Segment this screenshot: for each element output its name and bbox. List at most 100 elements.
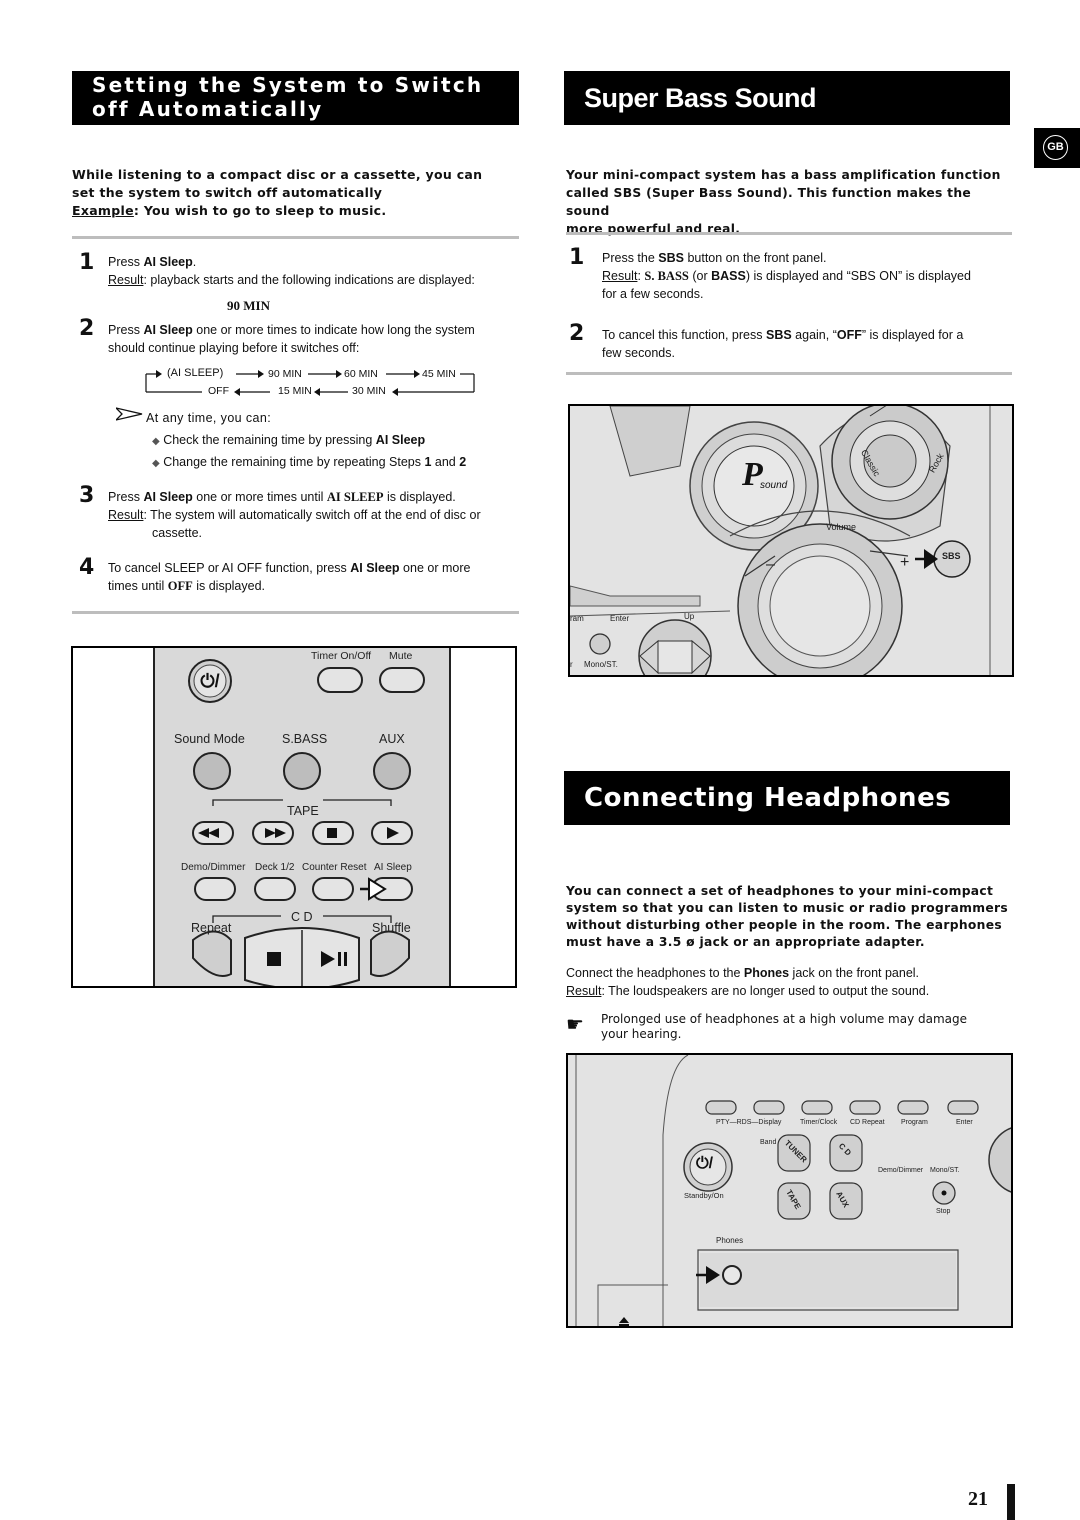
button-name: AI Sleep bbox=[350, 561, 400, 575]
label-stop: Stop bbox=[936, 1208, 951, 1215]
result-label: Result bbox=[566, 984, 602, 998]
result-label: Result bbox=[108, 508, 144, 522]
section-title: Super Bass Sound bbox=[584, 83, 817, 113]
page-edge-bar bbox=[1007, 1484, 1015, 1520]
front-panel-art bbox=[568, 1055, 1011, 1326]
bullet-change: ◆ Change the remaining time by repeating… bbox=[152, 453, 466, 473]
label-volume: Volume bbox=[826, 522, 857, 532]
text: is displayed. bbox=[383, 490, 456, 504]
button-name: SBS bbox=[765, 328, 792, 342]
intro-line: called SBS (Super Bass Sound). This func… bbox=[566, 186, 972, 218]
headphones-instructions: Connect the headphones to the Phones jac… bbox=[566, 964, 1016, 1000]
step-number: 4 bbox=[79, 555, 95, 580]
text: Check the remaining time by pressing bbox=[163, 433, 376, 447]
psound-logo-sub: sound bbox=[760, 480, 788, 491]
cycle-30min: 30 MIN bbox=[352, 385, 386, 397]
sleep-cycle-diagram bbox=[145, 370, 475, 396]
intro-line: more powerful and real. bbox=[566, 222, 741, 236]
result-text: : The loudspeakers are no longer used to… bbox=[601, 984, 930, 998]
step-number: 1 bbox=[569, 245, 585, 270]
remote-buttons-art bbox=[188, 659, 425, 986]
intro-line: set the system to switch off automatical… bbox=[72, 185, 383, 200]
bullet-check: ◆ Check the remaining time by pressing A… bbox=[152, 431, 425, 451]
label-r: r bbox=[570, 660, 573, 669]
label-cd-repeat: CD Repeat bbox=[850, 1119, 885, 1126]
cycle-ai-sleep: (AI SLEEP) bbox=[167, 367, 224, 379]
result-label: Result bbox=[108, 273, 144, 287]
jack-name: Phones bbox=[743, 966, 790, 980]
note-arrow-icon bbox=[116, 407, 143, 421]
cycle-45min: 45 MIN bbox=[422, 368, 456, 380]
display-text: BASS bbox=[711, 269, 746, 283]
label-enter: Enter bbox=[610, 614, 630, 623]
label-enter: Enter bbox=[956, 1119, 973, 1126]
label-sound-mode: Sound Mode bbox=[174, 732, 245, 746]
result-text: : The system will automatically switch o… bbox=[143, 508, 481, 522]
text: one or more times to indicate how long t… bbox=[192, 323, 475, 337]
text: button on the front panel. bbox=[683, 251, 827, 265]
display-90min: 90 MIN bbox=[227, 298, 270, 313]
label-shuffle: Shuffle bbox=[372, 921, 411, 935]
intro-line: While listening to a compact disc or a c… bbox=[72, 167, 483, 182]
result-label: Result bbox=[602, 269, 638, 283]
intro-line: without disturbing other people in the r… bbox=[566, 918, 1002, 932]
section-header-sleep: Setting the System to Switch off Automat… bbox=[72, 71, 519, 125]
diamond-bullet-icon: ◆ bbox=[152, 436, 160, 447]
plus-icon: + bbox=[900, 554, 910, 571]
step-ref: 2 bbox=[459, 455, 467, 469]
intro-line: system so that you can listen to music o… bbox=[566, 901, 1008, 915]
section-title: Connecting Headphones bbox=[584, 783, 952, 813]
text: To cancel SLEEP or AI OFF function, pres… bbox=[108, 561, 351, 575]
result-text: cassette. bbox=[152, 526, 203, 540]
text: should continue playing before it switch… bbox=[108, 341, 360, 355]
label-deck: Deck 1/2 bbox=[255, 862, 295, 873]
note-line: your hearing. bbox=[601, 1027, 682, 1041]
cycle-60min: 60 MIN bbox=[344, 368, 378, 380]
diamond-bullet-icon: ◆ bbox=[152, 458, 160, 469]
text: one or more times until bbox=[192, 490, 327, 504]
label-cd: C D bbox=[291, 910, 313, 924]
sbs-intro: Your mini-compact system has a bass ampl… bbox=[566, 166, 1016, 238]
label-program: ram bbox=[570, 614, 584, 623]
power-icon: ⏻/ bbox=[200, 671, 220, 691]
section-header-headphones: Connecting Headphones bbox=[564, 771, 1010, 825]
phones-panel-figure: ⏻/ PTY—RDS—Display Timer/Clock CD Repeat… bbox=[566, 1053, 1013, 1328]
page-number: 21 bbox=[968, 1488, 988, 1510]
button-name: AI Sleep bbox=[143, 490, 193, 504]
pointing-hand-icon: ☛ bbox=[566, 1014, 584, 1036]
text: ) is displayed and “SBS ON” is displayed bbox=[745, 269, 971, 283]
front-panel-art bbox=[570, 406, 1012, 675]
label-standby-on: Standby/On bbox=[684, 1191, 724, 1200]
label-phones: Phones bbox=[716, 1236, 744, 1245]
text: few seconds. bbox=[602, 346, 675, 360]
example-label: Example bbox=[72, 203, 134, 218]
divider bbox=[566, 232, 1012, 235]
divider bbox=[566, 372, 1012, 375]
label-band: Band bbox=[760, 1139, 777, 1146]
label-program: Program bbox=[901, 1119, 928, 1126]
text: To cancel this function, press bbox=[602, 328, 766, 342]
sbs-step-1: Press the SBS button on the front panel.… bbox=[602, 249, 1012, 303]
step-ref: 1 bbox=[424, 455, 432, 469]
label-aux: AUX bbox=[379, 732, 405, 746]
sbs-button-label: SBS bbox=[942, 551, 961, 561]
text: ” is displayed for a bbox=[861, 328, 964, 342]
step-3-text: Press AI Sleep one or more times until A… bbox=[108, 488, 518, 542]
label-demo-dimmer: Demo/Dimmer bbox=[878, 1167, 924, 1174]
headphones-intro: You can connect a set of headphones to y… bbox=[566, 883, 1016, 951]
intro-line: must have a 3.5 ø jack or an appropriate… bbox=[566, 935, 925, 949]
button-name: AI Sleep bbox=[375, 433, 426, 447]
text: and bbox=[431, 455, 460, 469]
label-mute: Mute bbox=[389, 650, 413, 662]
label-tape: TAPE bbox=[287, 804, 319, 818]
sbs-panel-figure: P sound Volume Classic Rock SBS ram Ente… bbox=[568, 404, 1014, 677]
text: : bbox=[637, 269, 645, 283]
minus-icon: – bbox=[766, 556, 775, 573]
step-2-text: Press AI Sleep one or more times to indi… bbox=[108, 321, 518, 357]
label-sbass: S.BASS bbox=[282, 732, 328, 746]
divider bbox=[72, 236, 519, 239]
note-line: Prolonged use of headphones at a high vo… bbox=[601, 1012, 968, 1026]
display-text: OFF bbox=[836, 328, 862, 342]
display-text: S. BASS bbox=[644, 269, 689, 283]
step-number: 2 bbox=[79, 316, 95, 341]
